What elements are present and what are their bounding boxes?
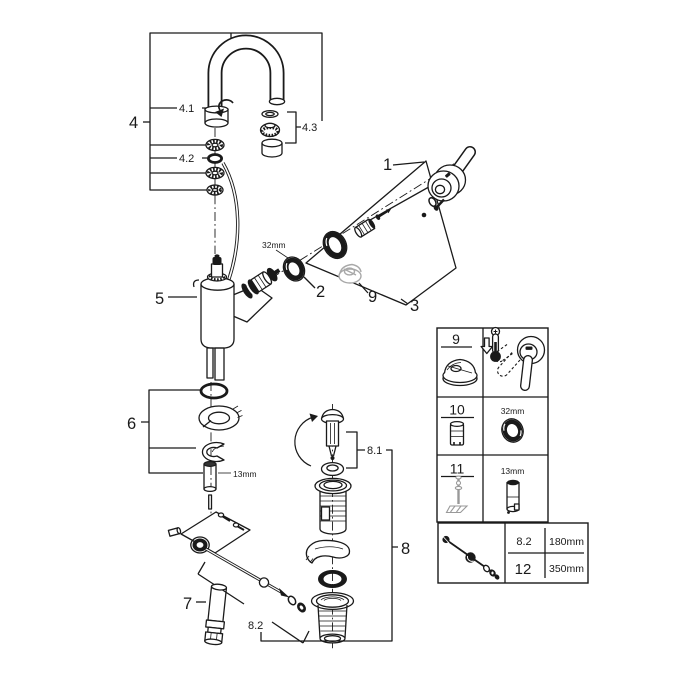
panel-cell-11 [445, 475, 520, 514]
table-ref-8-2: 8.2 [516, 536, 531, 548]
mounting-kit [141, 382, 243, 540]
panel-tool-32mm: 32mm [501, 406, 525, 416]
label-part-8: 8 [401, 540, 410, 558]
table-ref-12: 12 [515, 561, 532, 578]
handle-adapter [354, 208, 392, 238]
size-table: 8.2 180mm 12 350mm [437, 522, 589, 584]
label-part-7: 7 [183, 595, 192, 613]
aerator-assembly [259, 109, 301, 158]
label-part-8-1: 8.1 [367, 445, 382, 457]
bracket-part-4 [143, 32, 323, 191]
panel-cell-9 [442, 358, 478, 387]
table-len-350: 350mm [549, 563, 584, 575]
label-part-8-2: 8.2 [248, 620, 263, 632]
label-part-9: 9 [368, 288, 377, 306]
label-part-2: 2 [316, 283, 325, 301]
label-part-4-3: 4.3 [302, 122, 317, 134]
label-part-4-2: 4.2 [179, 153, 194, 165]
parts-panel: 9 10 11 32mm 13mm [436, 326, 549, 523]
drain-assembly [260, 404, 398, 651]
label-dim-32mm: 32mm [262, 240, 286, 250]
rod-thumbnail [442, 535, 500, 580]
panel-num-9: 9 [452, 331, 460, 347]
lever-icon [493, 335, 546, 391]
panel-num-10: 10 [449, 402, 465, 418]
leader-part-2 [303, 276, 316, 289]
leader-part-9 [358, 282, 369, 294]
escutcheon-ring-large [322, 230, 348, 260]
arrow-down-icon [480, 337, 494, 355]
label-part-5: 5 [155, 290, 164, 308]
supply-hose [196, 583, 228, 646]
panel-tool-13mm: 13mm [501, 466, 525, 476]
label-part-1: 1 [383, 156, 392, 174]
panel-cell-10 [449, 418, 524, 446]
label-part-4-1: 4.1 [179, 103, 194, 115]
spout [204, 34, 286, 128]
label-dim-13mm: 13mm [233, 469, 257, 479]
faucet-body [192, 254, 281, 381]
temperature-limiter-cap [338, 263, 362, 284]
spout-seal-rings [205, 128, 240, 280]
escutcheon-ring-32mm [282, 256, 306, 282]
label-part-4: 4 [129, 114, 138, 132]
label-part-6: 6 [127, 415, 136, 433]
table-len-180: 180mm [549, 536, 584, 548]
leader-32mm [275, 249, 289, 259]
panel-num-11: 11 [450, 461, 465, 477]
swivel-arrow-icon [215, 99, 234, 117]
mounting-plate [167, 511, 251, 554]
handle-assembly [421, 146, 476, 218]
label-part-3: 3 [410, 297, 419, 315]
